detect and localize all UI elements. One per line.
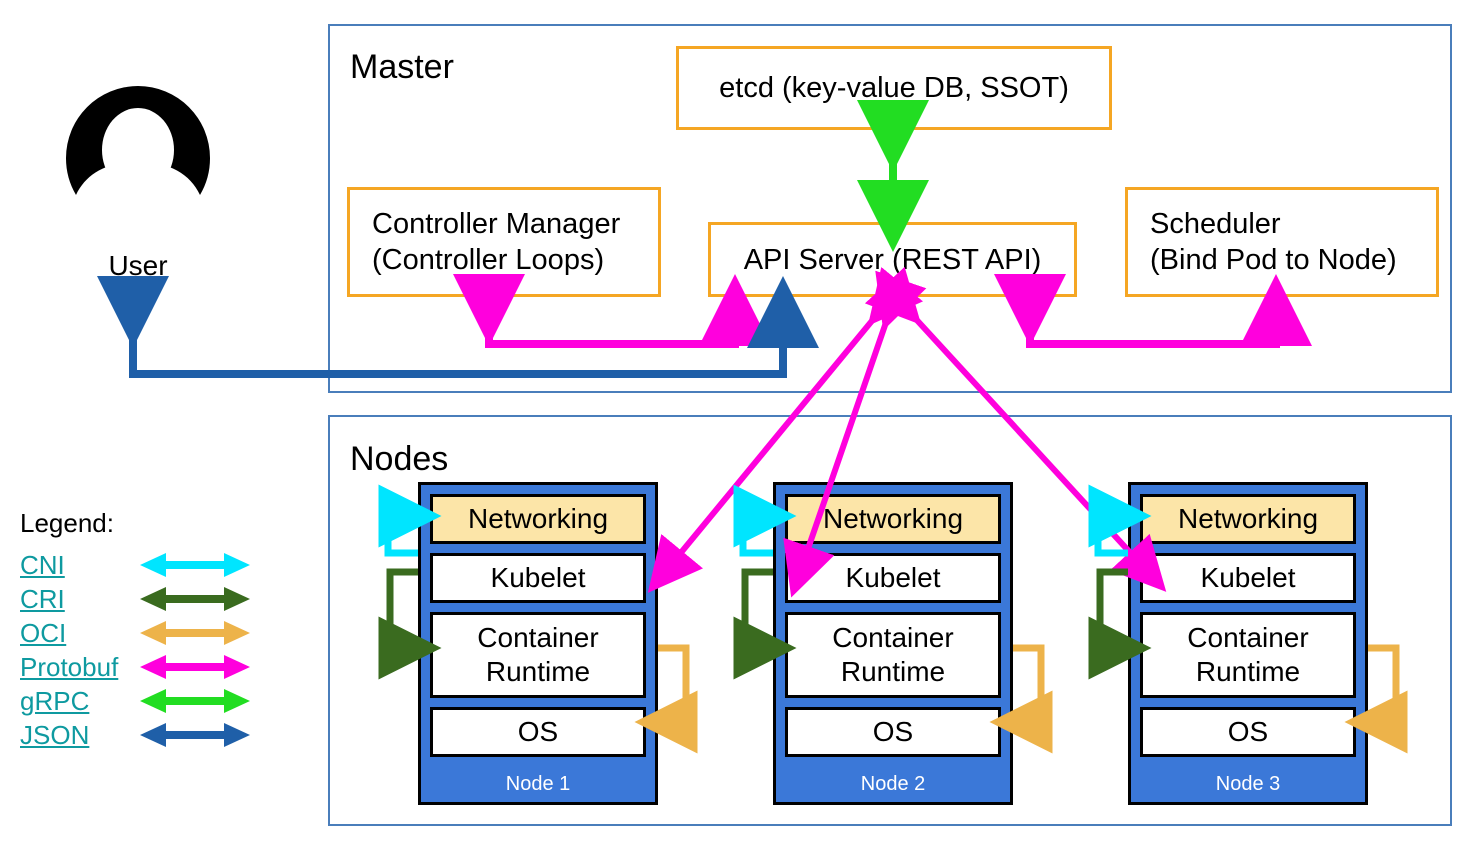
legend-arrow-cri <box>140 586 250 612</box>
node-3-layer-kubelet[interactable]: Kubelet <box>1140 553 1356 603</box>
node-2-layer-networking[interactable]: Networking <box>785 494 1001 544</box>
legend-arrow-grpc <box>140 688 250 714</box>
legend-arrow-cni <box>140 552 250 578</box>
legend-label-cni[interactable]: CNI <box>20 550 65 580</box>
legend: Legend: CNI CRI OCI <box>20 510 300 752</box>
legend-arrow-json <box>140 722 250 748</box>
master-component-etcd[interactable]: etcd (key-value DB, SSOT) <box>676 46 1112 130</box>
node-card-2[interactable]: Networking Kubelet Container Runtime OS … <box>773 482 1013 805</box>
node-2-layer-container-runtime[interactable]: Container Runtime <box>785 612 1001 698</box>
node-1-layer-container-runtime[interactable]: Container Runtime <box>430 612 646 698</box>
master-component-api-server[interactable]: API Server (REST API) <box>708 222 1077 297</box>
legend-title: Legend: <box>20 508 114 538</box>
legend-item-json[interactable]: JSON <box>20 718 300 752</box>
node-card-3[interactable]: Networking Kubelet Container Runtime OS … <box>1128 482 1368 805</box>
user-label: User <box>108 250 168 281</box>
legend-label-cri[interactable]: CRI <box>20 584 65 614</box>
legend-label-grpc[interactable]: gRPC <box>20 686 90 716</box>
legend-item-protobuf[interactable]: Protobuf <box>20 650 300 684</box>
node-2-name: Node 2 <box>860 773 926 795</box>
legend-label-oci[interactable]: OCI <box>20 618 67 648</box>
legend-arrow-oci <box>140 620 250 646</box>
node-1-layer-kubelet[interactable]: Kubelet <box>430 553 646 603</box>
master-component-scheduler[interactable]: Scheduler (Bind Pod to Node) <box>1125 187 1439 297</box>
etcd-label: etcd (key-value DB, SSOT) <box>719 72 1069 104</box>
node-3-layer-networking[interactable]: Networking <box>1140 494 1356 544</box>
nodes-group-title: Nodes <box>350 440 449 478</box>
controller-manager-label: Controller Manager (Controller Loops) <box>372 208 621 276</box>
node-1-layer-os[interactable]: OS <box>430 707 646 757</box>
node-3-name: Node 3 <box>1215 773 1281 795</box>
legend-item-grpc[interactable]: gRPC <box>20 684 300 718</box>
master-component-controller-manager[interactable]: Controller Manager (Controller Loops) <box>347 187 661 297</box>
legend-item-oci[interactable]: OCI <box>20 616 300 650</box>
legend-label-json[interactable]: JSON <box>20 720 90 750</box>
api-server-label: API Server (REST API) <box>743 243 1042 276</box>
master-group-title: Master <box>350 48 454 86</box>
scheduler-label: Scheduler (Bind Pod to Node) <box>1150 208 1397 276</box>
node-card-1[interactable]: Networking Kubelet Container Runtime OS … <box>418 482 658 805</box>
legend-item-cri[interactable]: CRI <box>20 582 300 616</box>
node-3-layer-os[interactable]: OS <box>1140 707 1356 757</box>
node-1-layer-networking[interactable]: Networking <box>430 494 646 544</box>
user-avatar-icon <box>58 78 218 218</box>
legend-arrow-protobuf <box>140 654 250 680</box>
legend-item-cni[interactable]: CNI <box>20 548 300 582</box>
node-2-layer-os[interactable]: OS <box>785 707 1001 757</box>
legend-label-protobuf[interactable]: Protobuf <box>20 652 119 682</box>
node-2-layer-kubelet[interactable]: Kubelet <box>785 553 1001 603</box>
node-3-layer-container-runtime[interactable]: Container Runtime <box>1140 612 1356 698</box>
node-1-name: Node 1 <box>505 773 571 795</box>
